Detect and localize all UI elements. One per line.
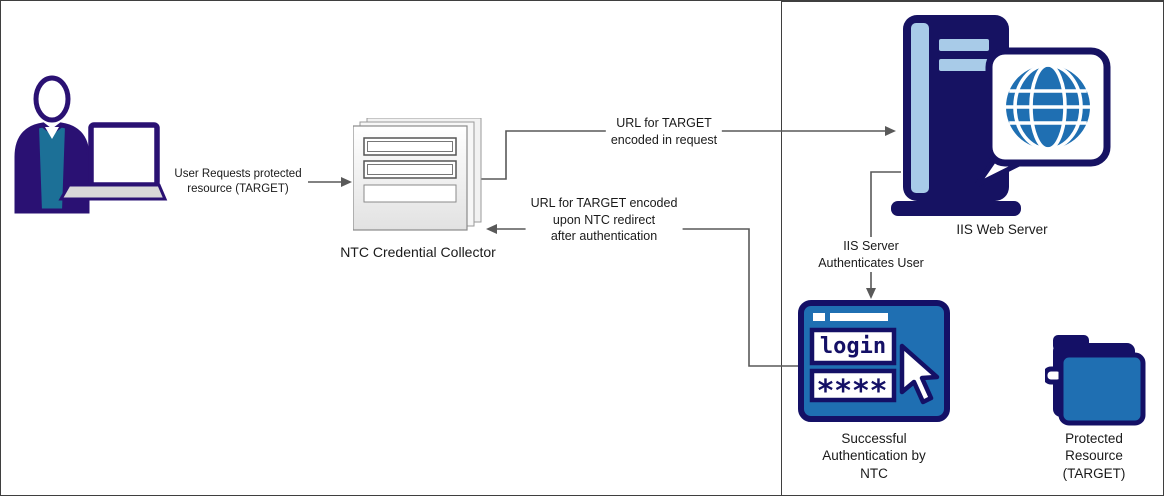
edge-label-iis-auth: IIS Server Authenticates User	[813, 237, 929, 272]
trust-boundary-box	[781, 1, 1163, 495]
server-base	[891, 201, 1021, 216]
folder-front	[1058, 352, 1146, 426]
resource-label: Protected Resource (TARGET)	[1062, 431, 1126, 481]
login-window-icon: login ****	[798, 300, 950, 422]
user-collar	[45, 127, 59, 139]
titlebar-square	[813, 313, 825, 321]
iis-server-icon	[891, 15, 1111, 216]
username-text: login	[820, 334, 886, 359]
credential-collector-icon	[353, 118, 482, 231]
protected-folder-icon	[1045, 335, 1146, 426]
form-field-1	[363, 137, 457, 156]
arrowhead-right-collector	[341, 177, 352, 187]
form-field-2	[363, 160, 457, 179]
arrow-login-to-collector	[497, 228, 801, 367]
password-field: ****	[809, 368, 897, 409]
edge-label-ntc-redirect: URL for TARGET encoded upon NTC redirect…	[525, 194, 683, 246]
arrowhead-down-login	[866, 288, 876, 299]
user-vest-left	[17, 126, 42, 211]
edge-label-url-request: URL for TARGET encoded in request	[605, 114, 723, 149]
server-slot-1	[939, 39, 989, 51]
login-label: Successful Authentication by NTC	[822, 431, 926, 481]
arrowhead-left-collector	[486, 224, 497, 234]
user-head	[33, 75, 71, 123]
cursor-icon	[899, 343, 940, 405]
globe-icon	[1006, 63, 1090, 151]
server-strip	[911, 23, 929, 193]
user-icon	[14, 75, 168, 214]
collector-label: NTC Credential Collector	[340, 244, 496, 260]
iis-label: IIS Web Server	[956, 222, 1048, 237]
server-slot-2	[939, 59, 989, 71]
edge-label-user-request: User Requests protected resource (TARGET…	[169, 166, 307, 199]
form-field-3	[363, 184, 457, 203]
laptop-icon	[58, 122, 168, 201]
password-mask-text: ****	[818, 374, 889, 409]
arrowhead-right-iis	[885, 126, 896, 136]
titlebar-bar	[830, 313, 888, 321]
username-field: login	[809, 327, 897, 366]
